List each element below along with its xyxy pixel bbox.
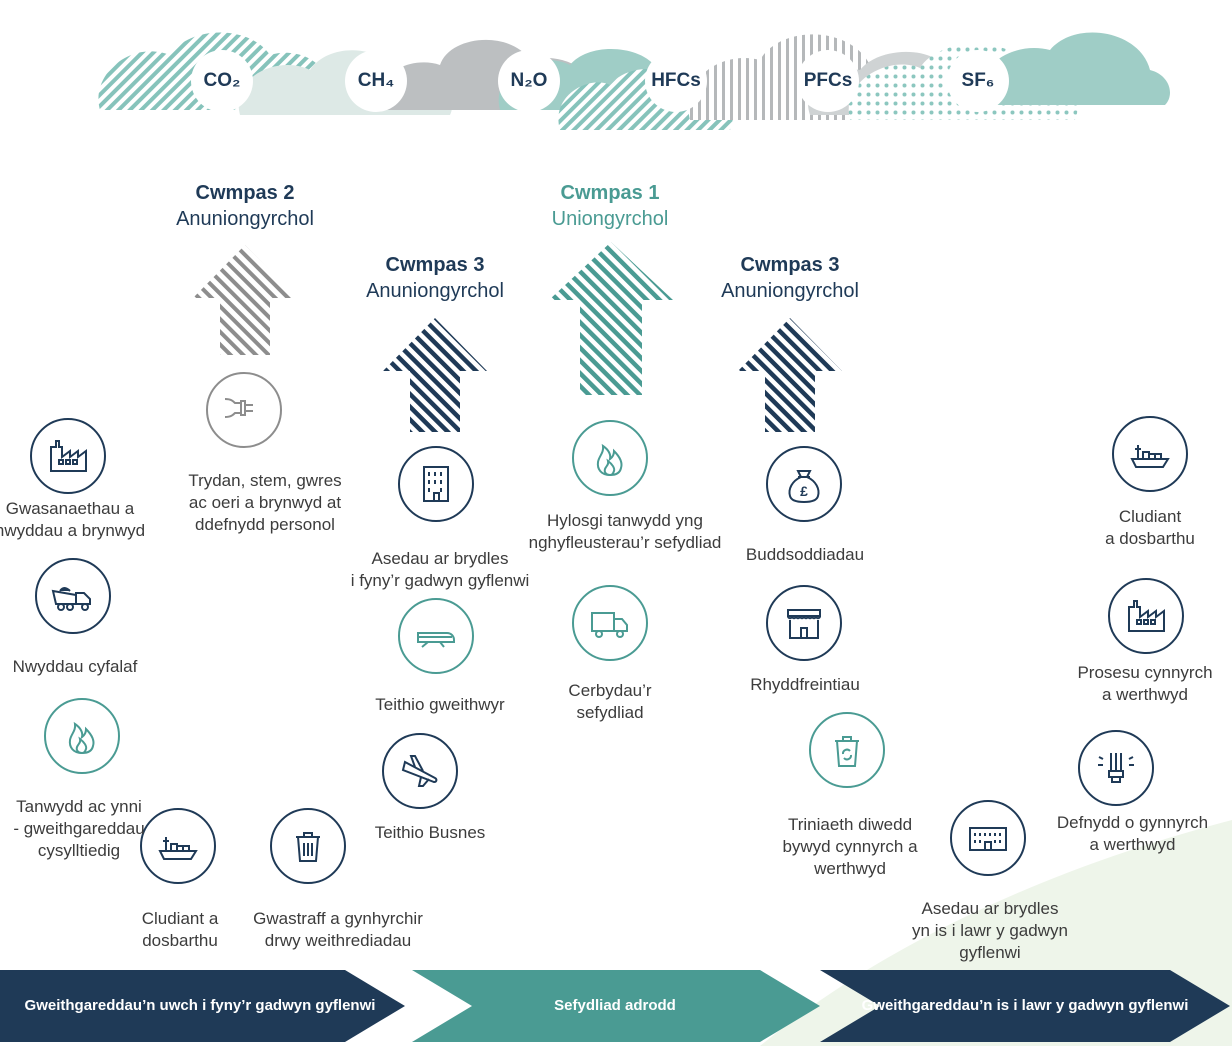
end-of-life-label: Triniaeth diwedd bywyd cynnyrch a werthw…: [782, 815, 918, 878]
scope1-subtitle: Uniongyrchol: [551, 208, 669, 230]
investments-label: Buddsoddiadau: [745, 545, 865, 564]
transport-downstream-label: Cludiant a dosbarthu: [1105, 507, 1195, 548]
purchased-goods-label: Gwasanaethau a nwyddau a brynwyd: [0, 499, 146, 540]
scope3-upstream-title: Cwmpas 3: [385, 254, 485, 276]
capital-goods-label: Nwyddau cyfalaf: [12, 657, 138, 676]
flame-icon: [44, 698, 120, 774]
scope2-arrow: [193, 245, 297, 355]
downstream-band-label: Gweithgareddau’n is i lawr y gadwyn gyfl…: [861, 997, 1189, 1014]
processing-label: Prosesu cynnyrch a werthwyd: [1077, 663, 1213, 704]
scope1-title: Cwmpas 1: [560, 182, 660, 204]
airplane-icon: [382, 733, 458, 809]
scope1-arrow: [549, 242, 673, 395]
dump-truck-icon: [35, 558, 111, 634]
cargo-ship-icon: [1112, 416, 1188, 492]
gas-sf6: SF₆: [947, 50, 1009, 112]
ship-icon: [140, 808, 216, 884]
leased-downstream-label: Asedau ar brydles yn is i lawr y gadwyn …: [912, 899, 1068, 962]
gas-ch4: CH₄: [345, 50, 407, 112]
train-icon: [398, 598, 474, 674]
factory-icon: [30, 418, 106, 494]
scope3-downstream-arrow: [738, 318, 842, 432]
building-icon: [398, 446, 474, 522]
truck-icon: [572, 585, 648, 661]
business-travel-label: Teithio Busnes: [374, 823, 486, 842]
upstream-band-label: Gweithgareddau’n uwch i fyny’r gadwyn gy…: [24, 997, 376, 1014]
scope3-upstream-subtitle: Anuniongyrchol: [366, 280, 504, 302]
scope2-title: Cwmpas 2: [195, 182, 295, 204]
processing-factory-icon: [1108, 578, 1184, 654]
franchises-label: Rhyddfreintiau: [750, 675, 860, 694]
scope3-downstream-subtitle: Anuniongyrchol: [721, 280, 859, 302]
upstream-band: [0, 970, 405, 1042]
svg-text:£: £: [800, 483, 808, 499]
reporting-band-label: Sefydliad adrodd: [554, 997, 676, 1014]
combustion-label: Hylosgi tanwydd yng nghyfleusterau’r sef…: [528, 511, 722, 552]
fuel-energy-label: Tanwydd ac ynni - gweithgareddau cysyllt…: [13, 797, 145, 860]
trash-bin-icon: [270, 808, 346, 884]
downstream-band: [820, 970, 1230, 1042]
recycling-bin-icon: [809, 712, 885, 788]
commuting-label: Teithio gweithwyr: [375, 695, 505, 714]
waste-label: Gwastraff a gynhyrchir drwy weithrediada…: [253, 909, 423, 950]
lightbulb-icon: [1078, 730, 1154, 806]
scope3-downstream-title: Cwmpas 3: [740, 254, 840, 276]
gas-hfcs: HFCs: [645, 50, 707, 112]
combustion-flame-icon: [572, 420, 648, 496]
electricity-label: Trydan, stem, gwres ac oeri a brynwyd at…: [188, 471, 342, 534]
shop-icon: [766, 585, 842, 661]
gas-pfcs: PFCs: [797, 50, 859, 112]
value-chain-bands: [0, 970, 1230, 1042]
plug-icon: [206, 372, 282, 448]
money-bag-icon: £: [766, 446, 842, 522]
gas-co2: CO₂: [191, 50, 253, 112]
scope2-subtitle: Anuniongyrchol: [176, 208, 314, 230]
leased-upstream-label: Asedau ar brydles i fyny’r gadwyn gyflen…: [350, 549, 530, 590]
scope3-upstream-arrow: [383, 318, 487, 432]
use-of-products-label: Defnydd o gynnyrch a werthwyd: [1056, 813, 1209, 854]
vehicles-label: Cerbydau’r sefydliad: [568, 681, 652, 722]
reporting-band: [412, 970, 820, 1042]
gas-n2o: N₂O: [498, 50, 560, 112]
transport-upstream-label: Cludiant a dosbarthu: [141, 909, 219, 950]
wide-building-icon: [950, 800, 1026, 876]
